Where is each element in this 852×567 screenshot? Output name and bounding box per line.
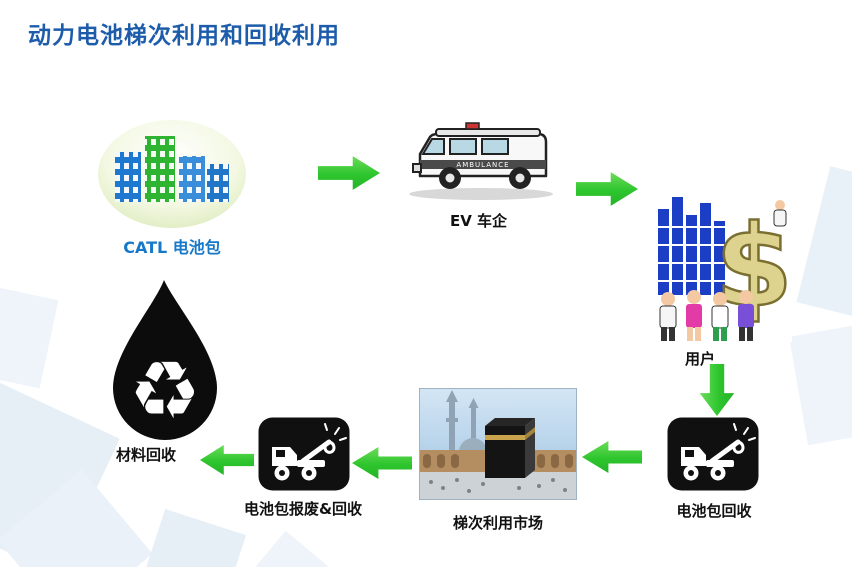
ambulance-text: AMBULANCE <box>456 161 509 169</box>
user-label: 用户 <box>684 350 715 368</box>
background-decoration <box>240 530 340 567</box>
secondary-use-market-label: 梯次利用市场 <box>452 514 543 532</box>
background-decoration <box>796 166 852 324</box>
tow-truck-icon <box>666 416 760 492</box>
catl-label: CATL 电池包 <box>123 238 221 257</box>
buildings-icon <box>95 112 250 230</box>
recycle-symbol-glyph: ♻ <box>129 344 201 437</box>
people-dollar-icon: $ <box>652 187 794 342</box>
arrow-market-to-scrap <box>352 447 412 479</box>
arrow-ev-to-user <box>576 172 638 206</box>
arrow-catl-to-ev <box>318 156 380 190</box>
tow-truck-icon <box>257 416 351 492</box>
background-decoration <box>788 324 852 446</box>
arrow-recycling-to-market <box>582 441 642 473</box>
kaaba-market-photo <box>419 388 577 500</box>
oil-drop-recycle-icon: ♻ <box>88 276 238 444</box>
arrow-user-to-recycling <box>699 364 735 416</box>
material-recycling-label: 材料回收 <box>115 446 176 464</box>
background-decoration <box>0 281 59 389</box>
battery-pack-recycling-label: 电池包回收 <box>676 502 752 520</box>
ev-oem-label: EV 车企 <box>449 212 508 230</box>
page-title: 动力电池梯次利用和回收利用 <box>28 23 340 49</box>
ambulance-van-icon: AMBULANCE <box>396 104 561 204</box>
battery-scrap-recycling-label: 电池包报废&回收 <box>243 500 363 518</box>
